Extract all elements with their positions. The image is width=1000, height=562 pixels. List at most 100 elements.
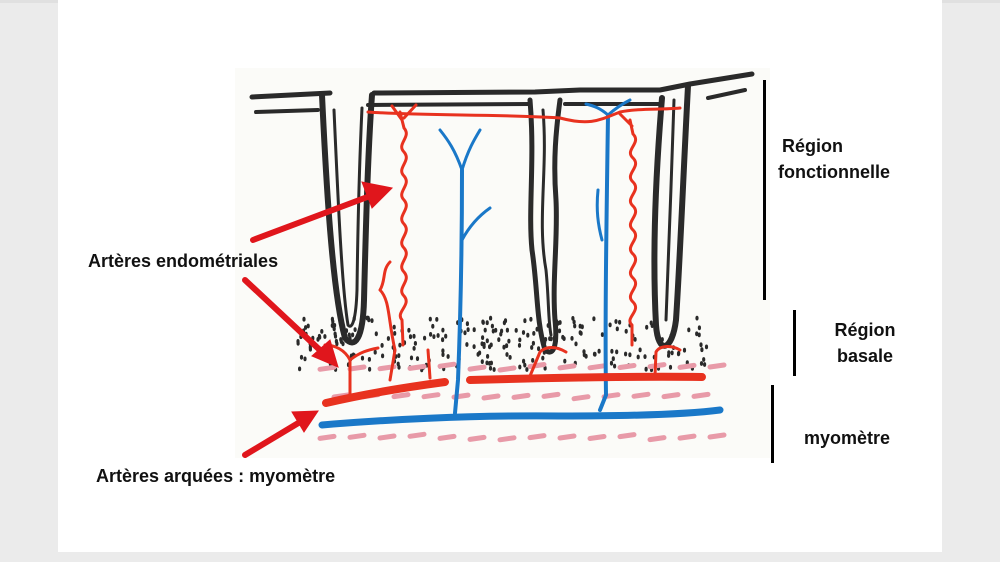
basal-dot — [380, 343, 384, 348]
basal-dot — [505, 343, 509, 349]
muscle-dash — [617, 363, 637, 370]
arrow-to-basal-artery-head — [311, 339, 339, 368]
basal-dot — [306, 323, 310, 329]
basal-dot — [514, 328, 518, 333]
surface-capillary — [366, 106, 682, 124]
basal-dot — [609, 360, 614, 366]
basal-dot — [480, 359, 484, 364]
arcuate-artery-right — [466, 372, 706, 384]
basal-dot — [531, 358, 535, 363]
basal-dot — [335, 341, 339, 347]
basal-dot — [532, 331, 536, 336]
vein-trunk-left — [453, 168, 464, 415]
basal-dot — [695, 315, 699, 321]
basal-dot — [505, 327, 509, 333]
basal-dot — [572, 319, 576, 325]
basal-dot — [543, 365, 547, 371]
basal-layer-dots — [296, 315, 709, 373]
muscle-dash — [571, 394, 591, 402]
muscle-dash — [661, 392, 681, 400]
vein-branch-right — [584, 98, 632, 242]
muscle-dash — [617, 432, 637, 440]
myometrium-vein — [318, 406, 724, 429]
basal-dot — [353, 327, 357, 332]
basal-dot — [441, 352, 445, 357]
arcuate-artery-left — [322, 378, 449, 407]
arrow-to-basal-artery — [242, 277, 325, 355]
basal-dot — [562, 336, 566, 341]
label-region-basale-line1: Région — [834, 320, 896, 340]
basal-dot — [502, 344, 506, 350]
arrow-to-spiral-artery-head — [361, 181, 394, 209]
basal-dot — [472, 344, 476, 349]
basal-dot — [392, 324, 396, 330]
uterine-glands — [249, 71, 755, 355]
basal-dot — [608, 322, 612, 328]
basal-dot — [521, 330, 526, 335]
gland-right-inner — [664, 98, 676, 322]
basal-dot — [522, 358, 526, 364]
basal-dot — [526, 332, 530, 338]
basal-dot — [695, 331, 699, 337]
basal-dot — [518, 337, 522, 343]
basal-dot — [697, 332, 701, 338]
basal-dot — [670, 350, 674, 356]
basal-dot — [423, 335, 427, 341]
basal-dot — [489, 342, 493, 348]
basal-dot — [333, 323, 337, 328]
muscle-dash — [631, 391, 651, 399]
basal-dot — [360, 355, 365, 361]
basal-dot — [415, 356, 420, 361]
basal-dot — [700, 347, 704, 353]
muscle-dash — [707, 432, 727, 440]
basal-dot — [488, 365, 493, 371]
label-region-fonctionnelle: Région fonctionnelle — [778, 133, 923, 185]
basal-dot — [557, 328, 562, 334]
arteries — [322, 103, 706, 407]
basal-dot — [643, 354, 647, 359]
spiral-artery-left — [390, 103, 418, 347]
label-region-basale: Région basale — [815, 317, 915, 369]
muscle-dash — [691, 391, 711, 399]
gland-middle — [527, 97, 563, 355]
basal-dot — [615, 349, 619, 355]
vein-branch-left — [438, 128, 492, 242]
muscle-dash — [377, 433, 397, 441]
basal-dot — [489, 360, 493, 366]
basal-dot — [481, 320, 485, 325]
basal-dot — [489, 315, 493, 321]
muscle-dash — [511, 392, 531, 400]
basal-dot — [398, 342, 402, 348]
basal-dot — [485, 360, 489, 366]
basal-dot — [466, 327, 470, 332]
basal-dot — [302, 316, 306, 322]
surface-epithelium — [249, 71, 755, 100]
myometrium-dashes — [317, 361, 727, 443]
basal-dot — [436, 333, 440, 338]
basal-dot — [408, 334, 413, 340]
arrow-to-arcuate-artery-head — [291, 410, 319, 433]
basal-dot — [531, 340, 536, 346]
muscle-dash — [527, 362, 547, 369]
label-region-basale-line2: basale — [836, 346, 894, 366]
basal-dot — [429, 332, 433, 337]
basal-dot — [333, 333, 338, 339]
arrow-to-arcuate-artery — [242, 419, 303, 458]
gland-left-inner — [332, 106, 364, 328]
basal-dot — [682, 347, 687, 353]
gland-left — [319, 92, 375, 346]
basal-dot — [574, 341, 578, 347]
basal-dot — [413, 341, 417, 346]
basal-dot — [482, 344, 486, 349]
bracket-myometrium — [771, 385, 774, 463]
basal-dot — [397, 364, 401, 370]
muscle-dash — [587, 434, 607, 441]
basal-dot — [407, 327, 411, 333]
basal-dot — [441, 337, 445, 343]
label-arteres-arquees: Artères arquées : myomètre — [96, 466, 336, 486]
basal-dot — [465, 321, 469, 327]
basal-dot — [435, 317, 439, 322]
basal-dot — [703, 362, 707, 367]
basal-dot — [624, 328, 628, 334]
basal-dot — [480, 341, 484, 347]
